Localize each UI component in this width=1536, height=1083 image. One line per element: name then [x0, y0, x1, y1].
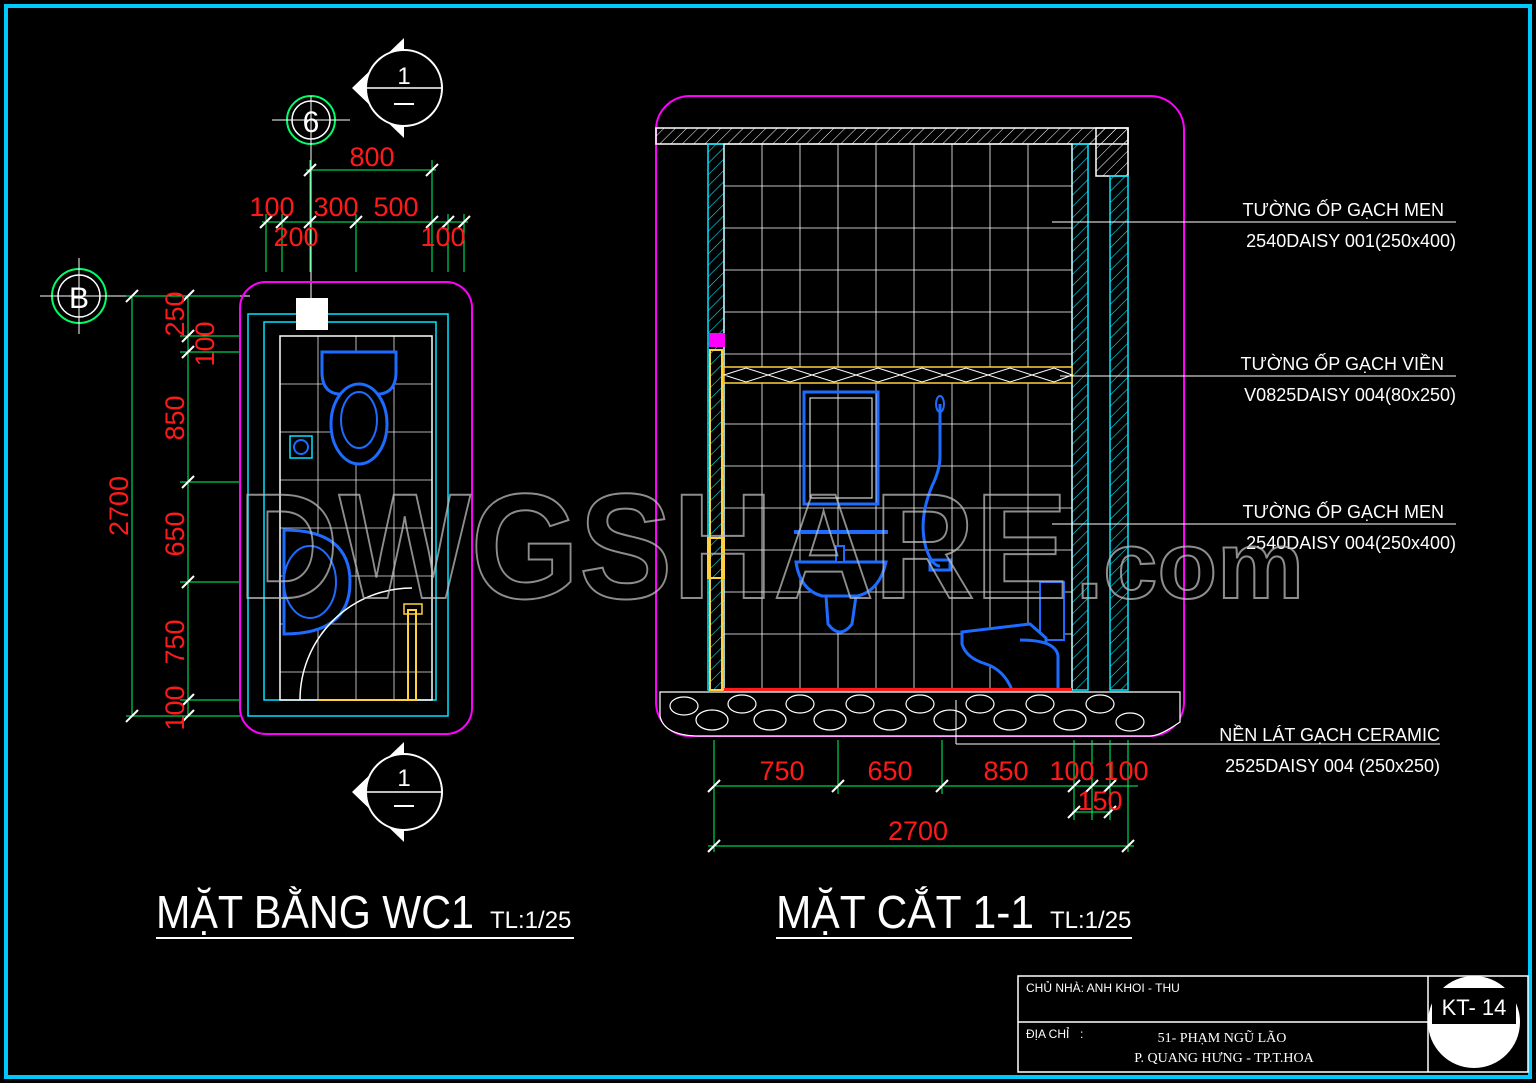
section-door-frame [707, 333, 725, 691]
note-2-line2: V0825DAISY 004(80x250) [1244, 385, 1456, 405]
plan-dim-650: 650 [160, 511, 190, 556]
grid-label-b: B [69, 282, 89, 315]
note-3-line2: 2540DAISY 004(250x400) [1246, 533, 1456, 553]
section-dim-650: 650 [867, 756, 912, 786]
section-marker-top: 1 [352, 38, 443, 138]
plan-dim-500: 500 [373, 192, 418, 222]
plan-dim-2700: 2700 [104, 476, 134, 536]
section-view: TƯỜNG ỐP GẠCH MEN 2540DAISY 001(250x400)… [655, 95, 1456, 853]
title-block: CHỦ NHÀ: ANH KHOI - THU ĐỊA CHỈ : 51- PH… [1017, 975, 1529, 1073]
plan-dim-100a: 100 [249, 192, 294, 222]
plan-top-dimensions [262, 160, 468, 272]
section-ceiling-slab [655, 127, 1129, 145]
plan-dim-750: 750 [160, 619, 190, 664]
section-marker-bottom: 1 [352, 742, 443, 842]
plan-dim-800: 800 [349, 142, 394, 172]
section-dim-2700: 2700 [888, 816, 948, 846]
plan-toilet-icon [320, 350, 398, 466]
plan-left-dimensions [126, 295, 240, 717]
section-cloud-outline [655, 95, 1185, 737]
note-4-line2: 2525DAISY 004 (250x250) [1225, 756, 1440, 776]
section-dim-100b: 100 [1103, 756, 1148, 786]
plan-outer-wall [247, 313, 449, 717]
plan-floor-drain-icon [289, 435, 313, 459]
note-3-line1: TƯỜNG ỐP GẠCH MEN [1243, 501, 1445, 522]
note-1-line2: 2540DAISY 001(250x400) [1246, 231, 1456, 251]
note-2-line1: TƯỜNG ỐP GẠCH VIỀN [1240, 353, 1444, 374]
section-border-tile-band [722, 366, 1074, 384]
sheet-border [4, 4, 1532, 1079]
plan-vent [296, 298, 328, 330]
grid-bubble-6: 6 [272, 95, 350, 300]
owner-label: CHỦ NHÀ: ANH KHOI - THU [1026, 980, 1180, 995]
plan-cloud-outline [239, 281, 473, 735]
plan-dim-300: 300 [313, 192, 358, 222]
plan-dim-200: 200 [273, 222, 318, 252]
section-title: MẶT CẮT 1-1 [776, 886, 1034, 938]
address-line2: P. QUANG HƯNG - TP.T.HOA [1134, 1051, 1314, 1066]
section-bottom-dimensions [708, 740, 1138, 852]
plan-dim-100d: 100 [160, 685, 190, 730]
grid-label-6: 6 [303, 106, 320, 139]
section-shower-icon [921, 395, 952, 572]
note-1-line1: TƯỜNG ỐP GẠCH MEN [1243, 199, 1445, 220]
section-dim-100a: 100 [1049, 756, 1094, 786]
section-marker-top-label: 1 [397, 63, 410, 90]
plan-washbasin-icon [282, 528, 352, 636]
section-mirror-icon [802, 390, 880, 506]
address-label: ĐỊA CHỈ [1026, 1026, 1070, 1041]
section-washbasin-icon [794, 545, 888, 634]
watermark-main: DWGSHARE [238, 462, 1068, 630]
plan-door-icon [299, 587, 423, 701]
plan-dim-850: 850 [160, 395, 190, 440]
sheet-number: KT- 14 [1442, 995, 1507, 1020]
section-dim-750: 750 [759, 756, 804, 786]
note-4-line1: NỀN LÁT GẠCH CERAMIC [1219, 724, 1440, 745]
plan-title: MẶT BẰNG WC1 [156, 886, 474, 938]
section-dim-850: 850 [983, 756, 1028, 786]
address-colon: : [1080, 1027, 1083, 1041]
section-leader-lines [955, 221, 1456, 745]
watermark-suffix: .com [1076, 512, 1304, 619]
section-scale: TL:1/25 [1050, 907, 1131, 934]
plan-scale: TL:1/25 [490, 907, 571, 934]
section-gravel-fill [659, 691, 1181, 737]
plan-dim-100b: 100 [420, 222, 465, 252]
address-line1: 51- PHẠM NGŨ LÃO [1158, 1029, 1287, 1046]
section-marker-bottom-label: 1 [397, 765, 410, 792]
section-floor-tile [724, 688, 1072, 692]
section-toilet-icon [960, 581, 1065, 692]
floor-plan: 6 B 1 1 [40, 38, 473, 842]
plan-dim-250: 250 [160, 291, 190, 336]
section-dim-150: 150 [1077, 786, 1122, 816]
plan-dim-100c: 100 [190, 321, 220, 366]
